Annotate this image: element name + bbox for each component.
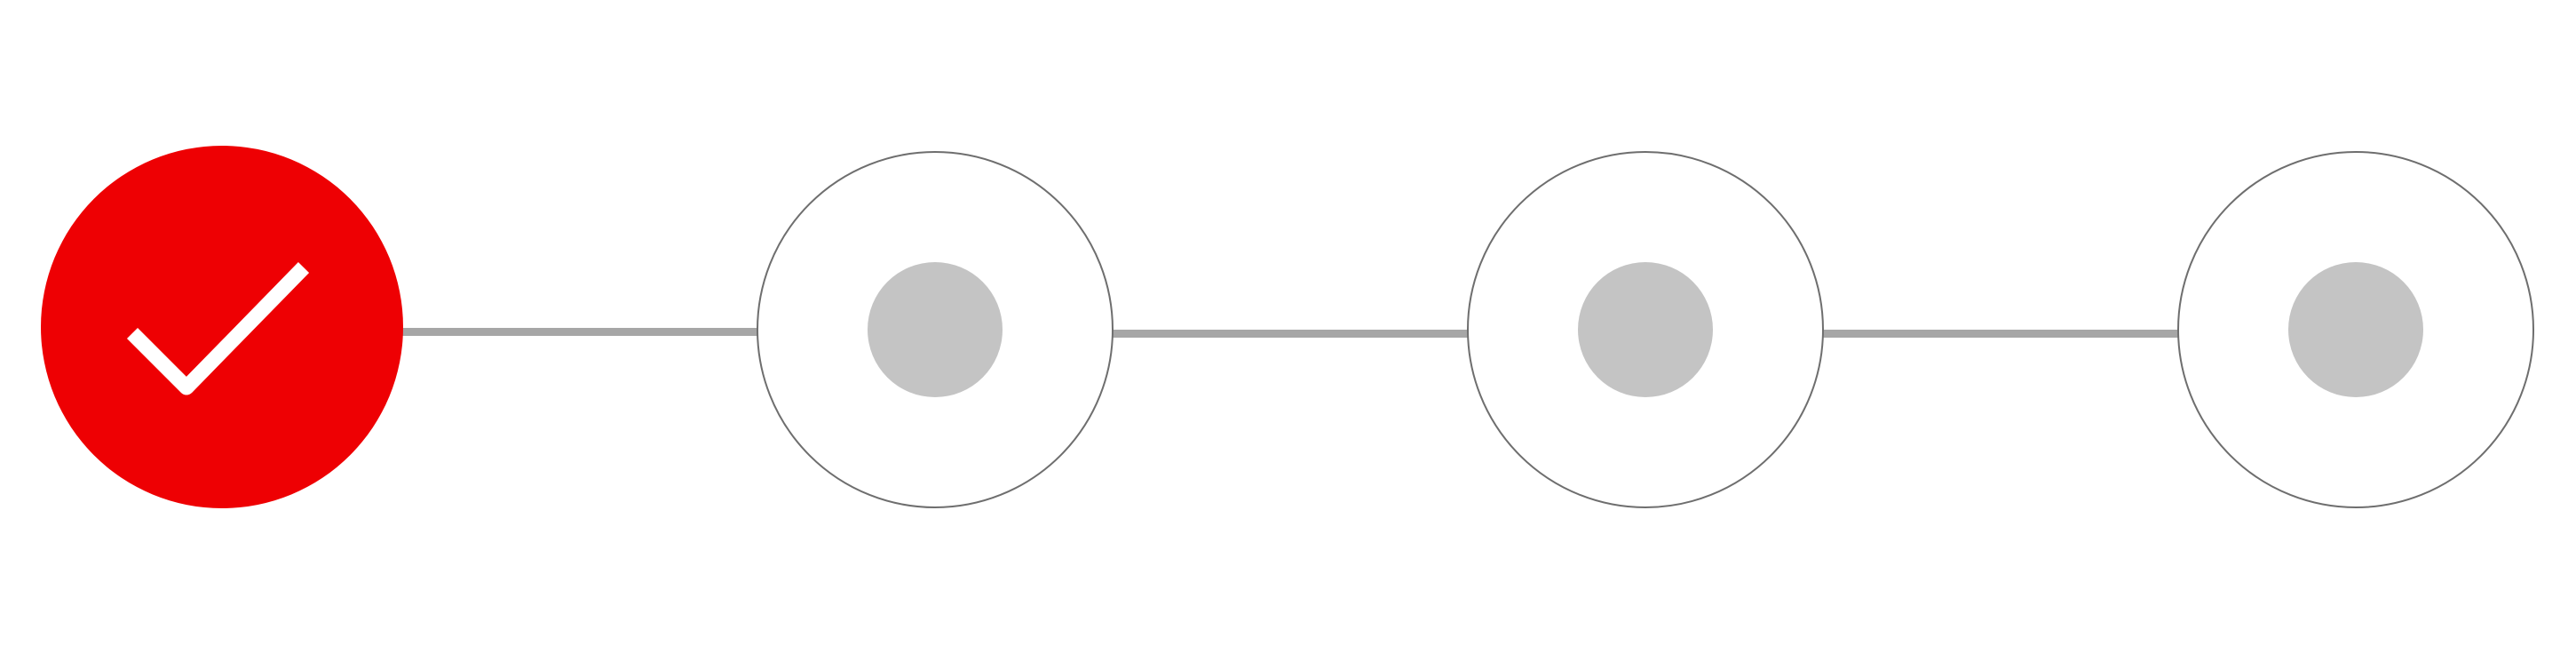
check-icon <box>126 262 310 395</box>
dot-icon <box>1578 262 1713 397</box>
dot-icon <box>868 262 1003 397</box>
step-connector-3-4 <box>1822 330 2180 338</box>
step-connector-1-2 <box>400 328 759 336</box>
step-4-pending[interactable] <box>2177 151 2534 508</box>
step-2-pending[interactable] <box>757 151 1114 508</box>
step-connector-2-3 <box>1112 330 1470 338</box>
dot-icon <box>2288 262 2423 397</box>
step-1-completed[interactable] <box>41 146 403 508</box>
step-3-pending[interactable] <box>1467 151 1824 508</box>
